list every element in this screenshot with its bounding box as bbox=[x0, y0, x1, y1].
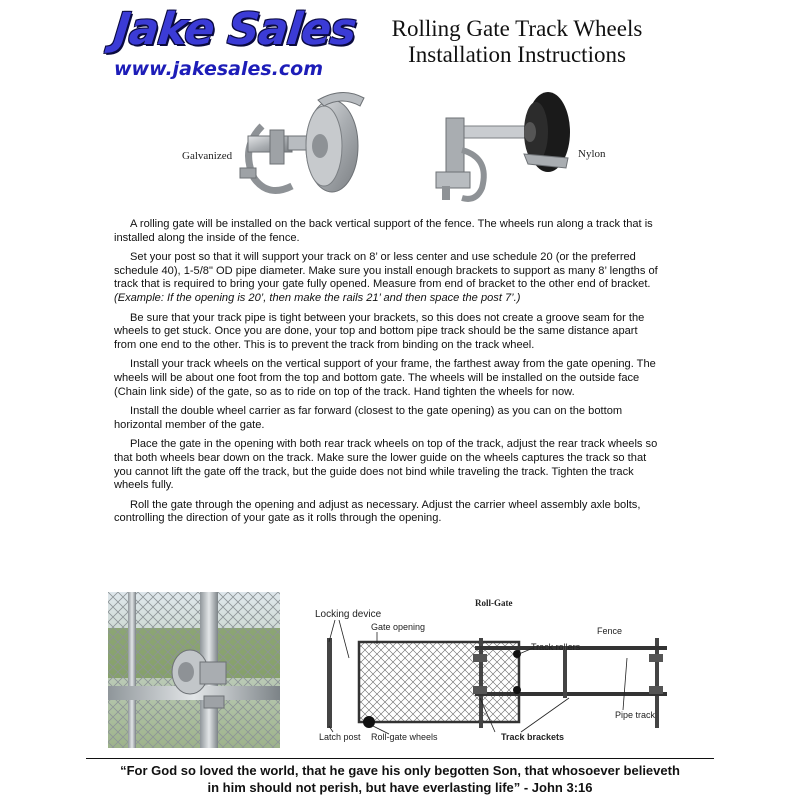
label-pipe-track: Pipe track bbox=[615, 710, 656, 720]
paragraph-roll-gate: Roll the gate through the opening and ad… bbox=[114, 498, 641, 525]
brand-logo-text: Jake Sales bbox=[111, 4, 359, 55]
bible-quote: “For God so loved the world, that he gav… bbox=[70, 762, 730, 796]
label-track-brackets: Track brackets bbox=[501, 732, 565, 742]
galvanized-track-wheel-icon bbox=[239, 92, 365, 194]
paragraph-post-setup: Set your post so that it will support yo… bbox=[114, 251, 658, 291]
page-title: Rolling Gate Track Wheels Installation I… bbox=[362, 16, 672, 68]
title-line-2: Installation Instructions bbox=[408, 42, 626, 67]
paragraph-example: (Example: If the opening is 20’, then ma… bbox=[114, 291, 521, 304]
galvanized-label: Galvanized bbox=[182, 150, 233, 162]
paragraph-install-wheels: Install your track wheels on the vertica… bbox=[114, 358, 656, 398]
label-fence: Fence bbox=[597, 626, 623, 636]
label-track-rollers: Track rollers bbox=[531, 642, 581, 652]
nylon-track-wheel-icon bbox=[435, 92, 570, 202]
nylon-label: Nylon bbox=[578, 148, 606, 160]
instructions-body: A rolling gate will be installed on the … bbox=[114, 218, 662, 532]
brand-url: www.jakesales.com bbox=[114, 58, 324, 80]
roll-gate-diagram: Roll-Gate Locking device Gate opening Fe… bbox=[305, 598, 675, 746]
label-roll-gate-wheels: Roll-gate wheels bbox=[371, 732, 438, 742]
quote-line-1: “For God so loved the world, that he gav… bbox=[120, 763, 680, 778]
paragraph-wheel-carrier: Install the double wheel carrier as far … bbox=[114, 405, 623, 431]
label-gate-opening: Gate opening bbox=[371, 622, 426, 632]
paragraph-intro: A rolling gate will be installed on the … bbox=[114, 218, 653, 244]
diagram-title: Roll-Gate bbox=[475, 598, 513, 608]
installed-wheel-photo bbox=[108, 592, 280, 748]
label-latch-post: Latch post bbox=[319, 732, 361, 742]
quote-line-2: in him should not perish, but have everl… bbox=[207, 780, 593, 795]
title-line-1: Rolling Gate Track Wheels bbox=[391, 16, 643, 41]
paragraph-place-gate: Place the gate in the opening with both … bbox=[114, 438, 658, 492]
footer-divider bbox=[86, 758, 714, 759]
label-locking-device: Locking device bbox=[315, 609, 382, 620]
paragraph-track-pipe: Be sure that your track pipe is tight be… bbox=[114, 311, 645, 351]
